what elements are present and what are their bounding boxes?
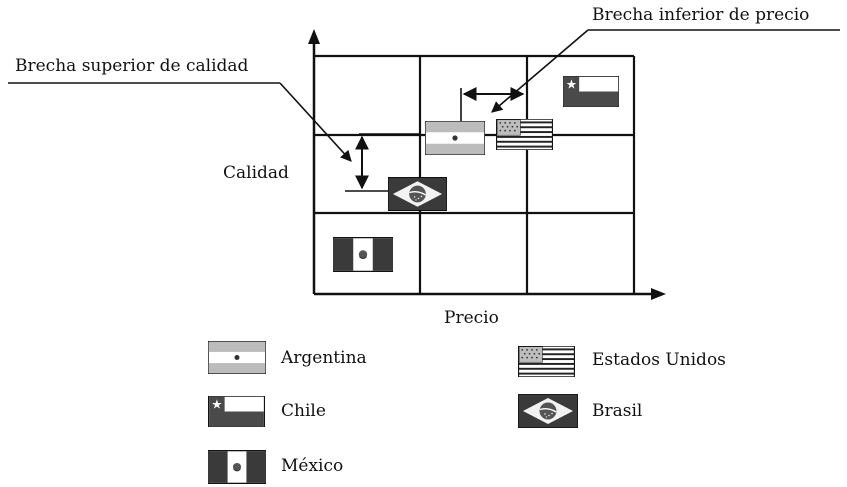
argentina-flag-icon xyxy=(425,121,485,155)
legend-label-usa: Estados Unidos xyxy=(592,350,726,370)
upper-quality-gap-label: Brecha superior de calidad xyxy=(15,56,249,76)
legend-argentina-flag-icon xyxy=(208,341,266,374)
legend-brazil-flag-icon xyxy=(518,394,578,428)
y-axis-label: Calidad xyxy=(223,163,289,183)
legend-label-argentina: Argentina xyxy=(281,348,367,368)
legend-chile-flag-icon xyxy=(208,396,265,427)
x-axis-label: Precio xyxy=(444,308,499,328)
legend-label-brazil: Brasil xyxy=(592,401,643,421)
y-axis-arrowhead xyxy=(308,29,320,44)
axes xyxy=(308,29,666,300)
x-axis-arrowhead xyxy=(651,288,666,300)
upper-quality-gap-marker xyxy=(8,82,420,192)
lower-price-gap-label: Brecha inferior de precio xyxy=(592,5,810,25)
legend-usa-flag-icon xyxy=(518,346,575,377)
usa-flag-icon xyxy=(496,119,553,150)
mexico-flag-icon xyxy=(333,237,393,272)
lower-price-gap-marker xyxy=(460,29,840,121)
legend-label-mexico: México xyxy=(281,456,344,476)
legend-label-chile: Chile xyxy=(281,401,326,421)
brazil-flag-icon xyxy=(388,177,447,211)
chile-flag-icon xyxy=(563,76,619,107)
legend-mexico-flag-icon xyxy=(208,450,266,484)
